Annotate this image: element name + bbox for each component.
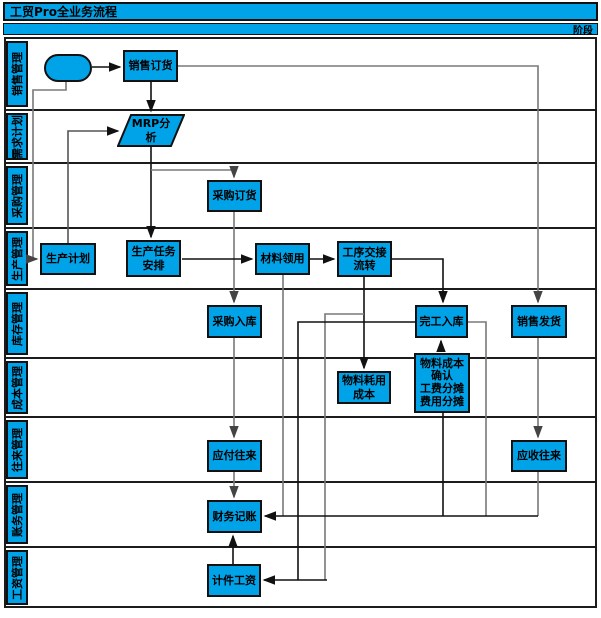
parallelogram-shape [117,114,185,147]
lane-separator [4,162,597,164]
node-material-requisition: 材料领用 [255,243,310,275]
node-receivable: 应收往来 [511,440,567,472]
node-label: 工序交接 流转 [342,245,387,272]
node-payable: 应付往来 [207,440,262,472]
node-purchase-order: 采购订货 [207,180,262,212]
lane-separator [4,357,597,359]
lane-label-cost: 成本管理 [6,361,28,414]
node-piece-wage: 计件工资 [207,564,261,597]
node-label: 物料耗用 成本 [342,374,386,401]
node-label: 应付往来 [212,449,257,463]
node-purchase-receipt: 采购入库 [207,305,262,338]
lane-label-sales: 销售管理 [6,41,28,107]
lane-separator [4,288,597,290]
edge-finish-receipt-to-piece-wage [297,321,415,580]
lane-label-accounting: 账务管理 [6,485,28,544]
node-bookkeeping: 财务记账 [207,500,262,533]
node-production-plan: 生产计划 [40,243,96,275]
node-label: 财务记账 [212,509,257,523]
edge-process-handover-to-finish-receipt [392,258,448,304]
node-label: 销售发货 [517,314,561,328]
node-label: 物料成本 确认 工费分摊 费用分摊 [420,356,464,408]
edge-sales-order-to-sales-delivery [178,65,543,304]
lane-label-current: 往来管理 [6,420,28,479]
node-material-cost: 物料耗用 成本 [337,371,391,404]
lane-label-inventory: 库存管理 [6,292,28,355]
node-sales-order: 销售订货 [123,50,178,82]
swimlane-frame [4,37,597,608]
node-cost-confirm: 物料成本 确认 工费分摊 费用分摊 [414,353,470,413]
node-sales-delivery: 销售发货 [511,305,567,338]
edge-process-handover-to-piece-wage [324,313,364,580]
lane-separator [4,227,597,229]
lane-separator [4,546,597,548]
node-production-task: 生产任务 安排 [126,240,181,277]
node-label: 计件工资 [212,573,256,587]
edge-finish-receipt-to-bookkeeping [468,321,487,516]
node-start [44,54,92,82]
edge-start-to-production-plan [25,82,67,264]
page-title: 工贸Pro全业务流程 [10,5,117,19]
node-label: 完工入库 [419,314,464,328]
node-label: 采购入库 [212,314,257,328]
node-label: 生产任务 安排 [131,245,176,272]
node-finish-receipt: 完工入库 [415,305,468,338]
node-mrp-analysis: MRP分 析 [117,114,185,147]
lane-label-payroll: 工资管理 [6,550,28,605]
phase-label: 阶段 [573,25,593,37]
lane-separator [4,109,597,111]
node-label: 销售订货 [128,59,173,73]
phase-bar: 阶段 [3,23,598,37]
edge-production-plan-to-mrp [67,126,120,243]
lane-label-purchasing: 采购管理 [6,166,28,225]
edge-mrp-to-purchase-order [151,165,239,179]
node-label: 应收往来 [517,449,561,463]
node-label: 材料领用 [260,252,305,266]
node-label: 采购订货 [212,189,257,203]
node-label: 生产计划 [46,252,90,266]
node-process-handover: 工序交接 流转 [337,241,392,277]
lane-label-demand: 需求计划 [6,113,28,160]
title-bar: 工贸Pro全业务流程 [3,2,598,21]
lane-separator [4,481,597,483]
lane-separator [4,416,597,418]
node-label: MRP分 析 [131,117,171,144]
